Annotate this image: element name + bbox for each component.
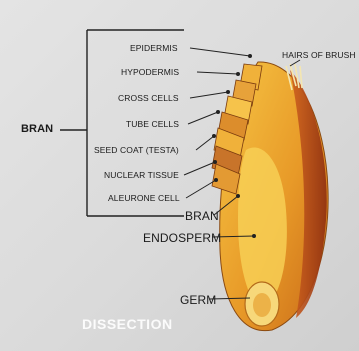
layer-label-cross-cells: CROSS CELLS	[118, 93, 179, 103]
germ-label: GERM	[180, 293, 216, 307]
layer-label-epidermis: EPIDERMIS	[130, 43, 178, 53]
layer-label-tube-cells: TUBE CELLS	[126, 119, 179, 129]
endosperm-label: ENDOSPERM	[143, 231, 221, 245]
layer-label-nuclear-tissue: NUCLEAR TISSUE	[104, 170, 179, 180]
bran-group-label: BRAN	[21, 123, 53, 135]
dissection-watermark: DISSECTION	[82, 316, 173, 332]
hairs-of-brush-label: HAIRS OF BRUSH	[282, 50, 356, 60]
layer-label-seed-coat: SEED COAT (TESTA)	[94, 145, 179, 155]
layer-label-aleurone-cell: ALEURONE CELL	[108, 193, 180, 203]
layer-label-hypodermis: HYPODERMIS	[121, 67, 179, 77]
bran-label: BRAN	[185, 209, 219, 223]
